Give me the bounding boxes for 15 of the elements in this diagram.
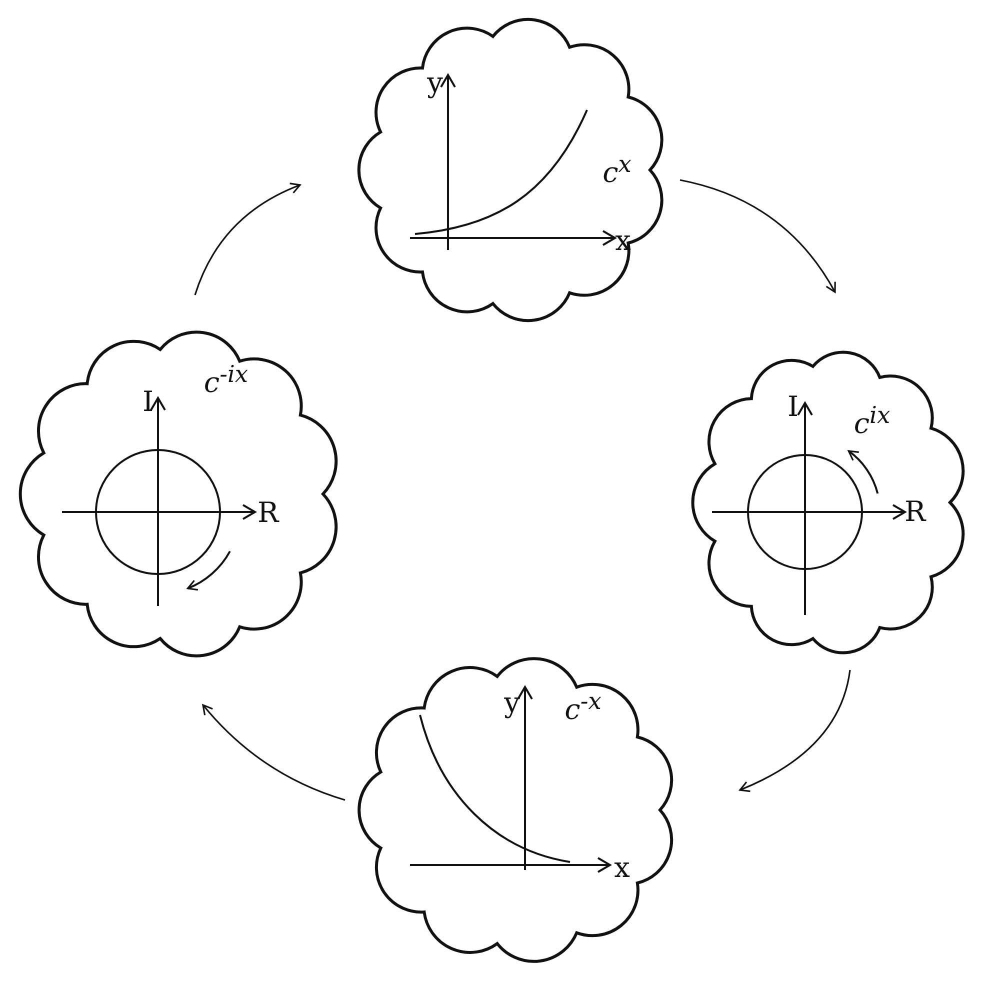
axis-label: R [904, 498, 926, 526]
curved-arrow [202, 704, 346, 801]
formula-label: c$^{-ix}$ [204, 362, 248, 398]
axis-label: R [257, 499, 279, 527]
curved-arrow [739, 670, 851, 792]
formula-label: c$^{-x}$ [564, 690, 602, 724]
axis-label: I [787, 393, 799, 421]
axis-label: y [504, 689, 520, 717]
axis-label: I [142, 388, 154, 416]
curved-arrow [194, 183, 301, 296]
curved-arrow [680, 179, 836, 293]
axis-label: y [427, 69, 443, 97]
formula-label: c$^{ix}$ [854, 404, 890, 438]
axis-label: x [614, 854, 630, 882]
formula-label: c$^{x}$ [602, 152, 632, 188]
